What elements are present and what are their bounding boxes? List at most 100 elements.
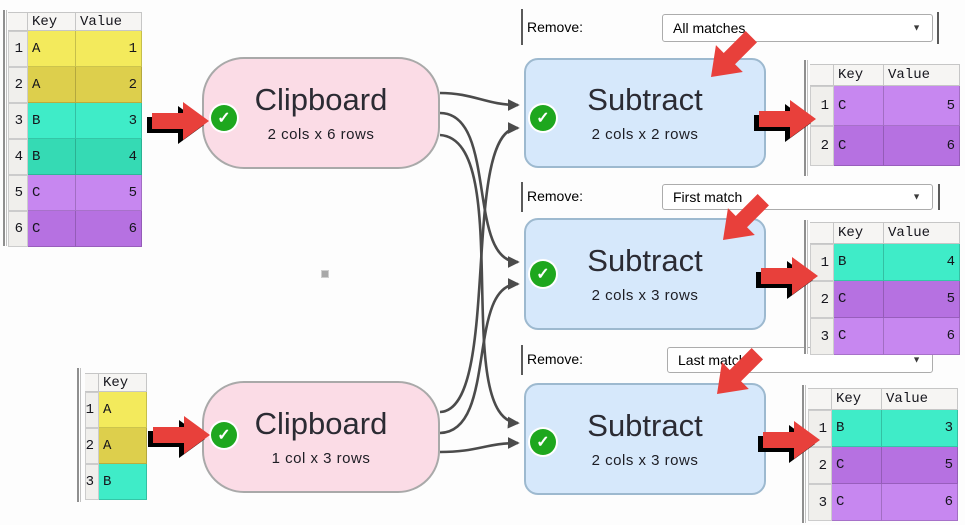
connector-clip2-sub2[interactable] [439, 278, 520, 435]
success-check-icon: ✓ [211, 422, 237, 448]
chevron-down-icon: ▼ [912, 354, 921, 365]
torn-edge [937, 12, 939, 44]
row-number: 2 [85, 428, 99, 464]
cell-value: 3 [882, 410, 958, 447]
node-title: Subtract [587, 407, 703, 443]
connector-clip2-sub1[interactable] [439, 122, 520, 414]
table-row: 6 C 6 [8, 211, 142, 247]
remove-label-1: Remove: [527, 19, 584, 35]
corner-cell [808, 388, 832, 410]
torn-edge [802, 385, 806, 523]
torn-edge [521, 9, 523, 45]
remove-dropdown-all-matches[interactable]: All matches ▼ [662, 14, 933, 42]
table-row: 2 A [85, 428, 147, 464]
cell-value: 6 [76, 211, 142, 247]
torn-edge [77, 368, 81, 502]
connector-clip1-sub3[interactable] [439, 133, 520, 429]
row-number: 2 [810, 281, 834, 318]
node-size-label: 2 cols x 6 rows [267, 125, 375, 143]
row-number: 1 [808, 410, 832, 447]
table-row: 3 C 6 [810, 318, 960, 355]
source-table-2: Key 1 A 2 A 3 B [85, 373, 147, 500]
table-row: 1 B 4 [810, 244, 960, 281]
col-header-value: Value [884, 64, 960, 86]
connector-clip2-sub3[interactable] [439, 437, 520, 454]
cell-key: C [834, 318, 884, 355]
success-check-icon: ✓ [211, 105, 237, 131]
cell-value: 6 [884, 318, 960, 355]
row-number: 3 [85, 464, 99, 500]
table-row: 2 C 5 [810, 281, 960, 318]
cell-key: C [834, 126, 884, 166]
table-row: 5 C 5 [8, 175, 142, 211]
remove-dropdown-first-match[interactable]: First match ▼ [662, 184, 933, 210]
result-table-1: Key Value 1 C 5 2 C 6 [810, 64, 960, 166]
chevron-down-icon: ▼ [912, 22, 921, 33]
success-check-icon: ✓ [530, 261, 556, 287]
node-clipboard-2[interactable]: ✓ Clipboard 1 col x 3 rows [202, 381, 440, 493]
remove-label-3: Remove: [527, 351, 584, 367]
red-arrow-into-clipboard-1 [147, 102, 209, 144]
node-subtract-1[interactable]: ✓ Subtract 2 cols x 2 rows [524, 58, 766, 168]
corner-cell [810, 64, 834, 86]
table-row: 2 A 2 [8, 67, 142, 103]
node-subtract-3[interactable]: ✓ Subtract 2 cols x 3 rows [524, 383, 766, 495]
cell-key: B [832, 410, 882, 447]
result-table-2: Key Value 1 B 4 2 C 5 3 C 6 [810, 222, 960, 355]
node-title: Subtract [587, 81, 703, 117]
chevron-down-icon: ▼ [912, 191, 921, 202]
cell-value: 3 [76, 103, 142, 139]
success-check-icon: ✓ [530, 429, 556, 455]
node-clipboard-1[interactable]: ✓ Clipboard 2 cols x 6 rows [202, 57, 440, 169]
cell-key: A [28, 67, 76, 103]
table-row: 1 A [85, 392, 147, 428]
dropdown-value: First match [673, 189, 743, 205]
corner-cell [85, 373, 99, 392]
row-number: 6 [8, 211, 28, 247]
cell-value: 6 [884, 126, 960, 166]
node-size-label: 2 cols x 3 rows [591, 451, 699, 469]
dropdown-value: All matches [673, 20, 746, 36]
node-subtract-2[interactable]: ✓ Subtract 2 cols x 3 rows [524, 218, 766, 330]
result-table-3: Key Value 1 B 3 2 C 5 3 C 6 [808, 388, 958, 521]
cell-key: B [28, 103, 76, 139]
cell-key: A [28, 31, 76, 67]
cell-key: C [834, 86, 884, 126]
table-row: 2 C 6 [810, 126, 960, 166]
node-title: Clipboard [254, 81, 388, 117]
cell-value: 5 [884, 86, 960, 126]
remove-label-2: Remove: [527, 188, 584, 204]
connector-clip1-sub1[interactable] [439, 91, 520, 111]
row-number: 3 [8, 103, 28, 139]
table-row: 2 C 5 [808, 447, 958, 484]
connector-clip1-sub2[interactable] [439, 111, 520, 268]
col-header-key: Key [99, 373, 147, 392]
table-row: 3 B [85, 464, 147, 500]
cell-value: 5 [76, 175, 142, 211]
torn-edge [521, 182, 523, 212]
row-number: 3 [810, 318, 834, 355]
table-header-row: Key [85, 373, 147, 392]
node-size-label: 2 cols x 2 rows [591, 125, 699, 143]
canvas-dot [321, 270, 329, 278]
table-row: 1 C 5 [810, 86, 960, 126]
node-size-label: 2 cols x 3 rows [591, 286, 699, 304]
cell-key: C [832, 484, 882, 521]
row-number: 1 [85, 392, 99, 428]
corner-cell [8, 12, 28, 31]
cell-value: 4 [884, 244, 960, 281]
table-header-row: Key Value [810, 222, 960, 244]
torn-edge [521, 345, 523, 375]
node-title: Subtract [587, 242, 703, 278]
cell-key: C [28, 211, 76, 247]
dropdown-value: Last match [678, 352, 747, 368]
cell-value: 6 [882, 484, 958, 521]
cell-key: B [28, 139, 76, 175]
cell-value: 5 [882, 447, 958, 484]
table-row: 1 B 3 [808, 410, 958, 447]
success-check-icon: ✓ [530, 105, 556, 131]
col-header-key: Key [28, 12, 76, 31]
node-title: Clipboard [254, 405, 388, 441]
col-header-key: Key [834, 222, 884, 244]
